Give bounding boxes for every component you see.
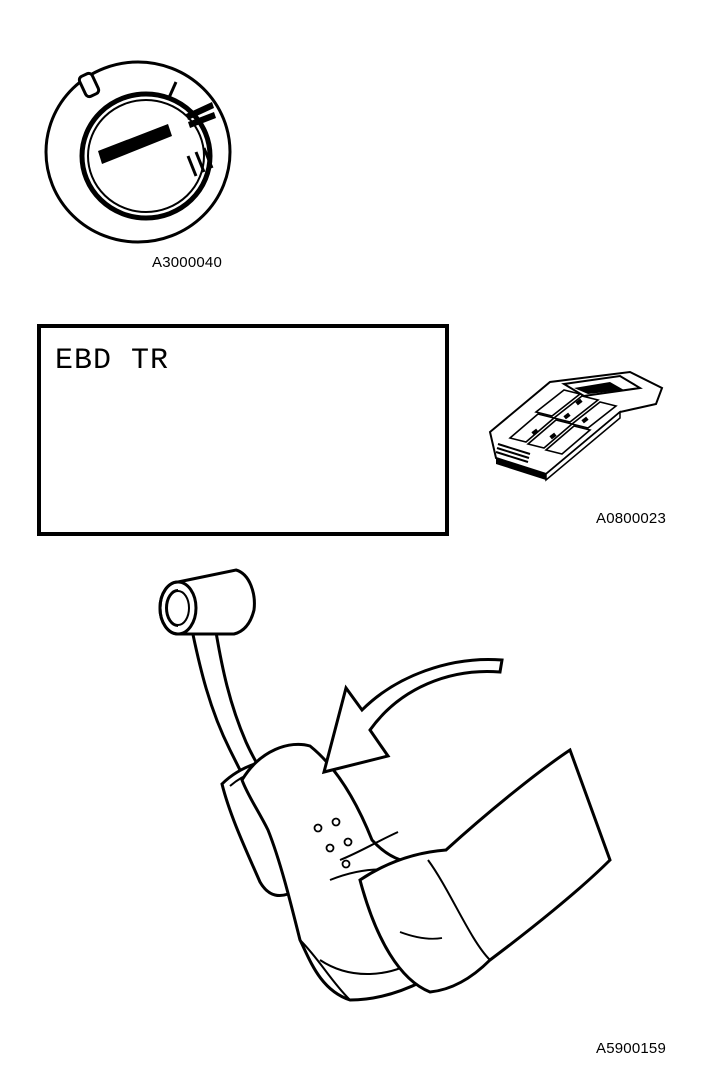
- ignition-key-switch-icon: [44, 60, 232, 244]
- brake-pedal-press-icon: [158, 568, 612, 1002]
- figure-id-brake-pedal: A5900159: [596, 1040, 667, 1057]
- display-text: EBD TR: [55, 344, 170, 378]
- diagnostic-scan-tool-icon: [488, 370, 664, 482]
- press-direction-arrow-icon: [321, 657, 504, 775]
- tester-display-panel: EBD TR: [37, 324, 449, 536]
- position-marker-i: [166, 81, 178, 101]
- figure-id-ignition: A3000040: [152, 254, 223, 271]
- position-marker-0: [77, 71, 101, 99]
- position-marker-ii: [186, 102, 216, 128]
- figure-id-scan-tool: A0800023: [596, 510, 667, 527]
- position-marker-iii: [186, 147, 214, 177]
